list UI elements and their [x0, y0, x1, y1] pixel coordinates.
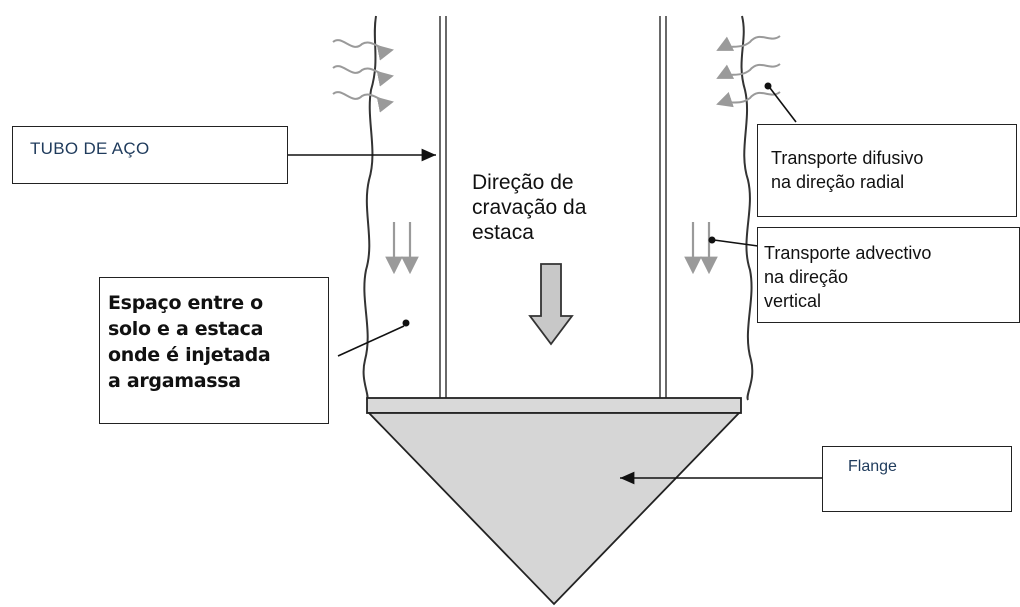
right-diffusion-arrows — [716, 35, 781, 108]
left-diffusion-arrows — [332, 39, 394, 113]
driving-direction-arrow — [528, 263, 574, 346]
steel-tube-walls — [439, 16, 667, 398]
advective-transport-label-box — [757, 227, 1020, 323]
left-soil-boundary — [362, 15, 377, 401]
leader-lines — [288, 87, 822, 485]
flange-label-box — [822, 446, 1012, 512]
leader-dots — [402, 82, 772, 327]
flange-cone — [366, 412, 742, 606]
grout-space-label-box — [99, 277, 329, 424]
flange-plate — [366, 397, 742, 414]
right-advection-arrows — [684, 222, 718, 275]
flange-label: Flange — [848, 458, 897, 475]
left-advection-arrows — [385, 222, 419, 275]
grout-space-label: Espaço entre o solo e a estaca onde é in… — [108, 292, 271, 392]
diffusive-transport-label: Transporte difusivo na direção radial — [771, 148, 924, 192]
steel-tube-label: TUBO DE AÇO — [30, 139, 150, 158]
diffusive-transport-label-box — [757, 124, 1017, 217]
driving-direction-label: Direção de cravação da estaca — [472, 171, 587, 244]
right-soil-boundary — [740, 15, 754, 401]
advective-transport-label: Transporte advectivo na direção vertical — [764, 243, 932, 311]
steel-tube-label-box — [12, 126, 288, 184]
